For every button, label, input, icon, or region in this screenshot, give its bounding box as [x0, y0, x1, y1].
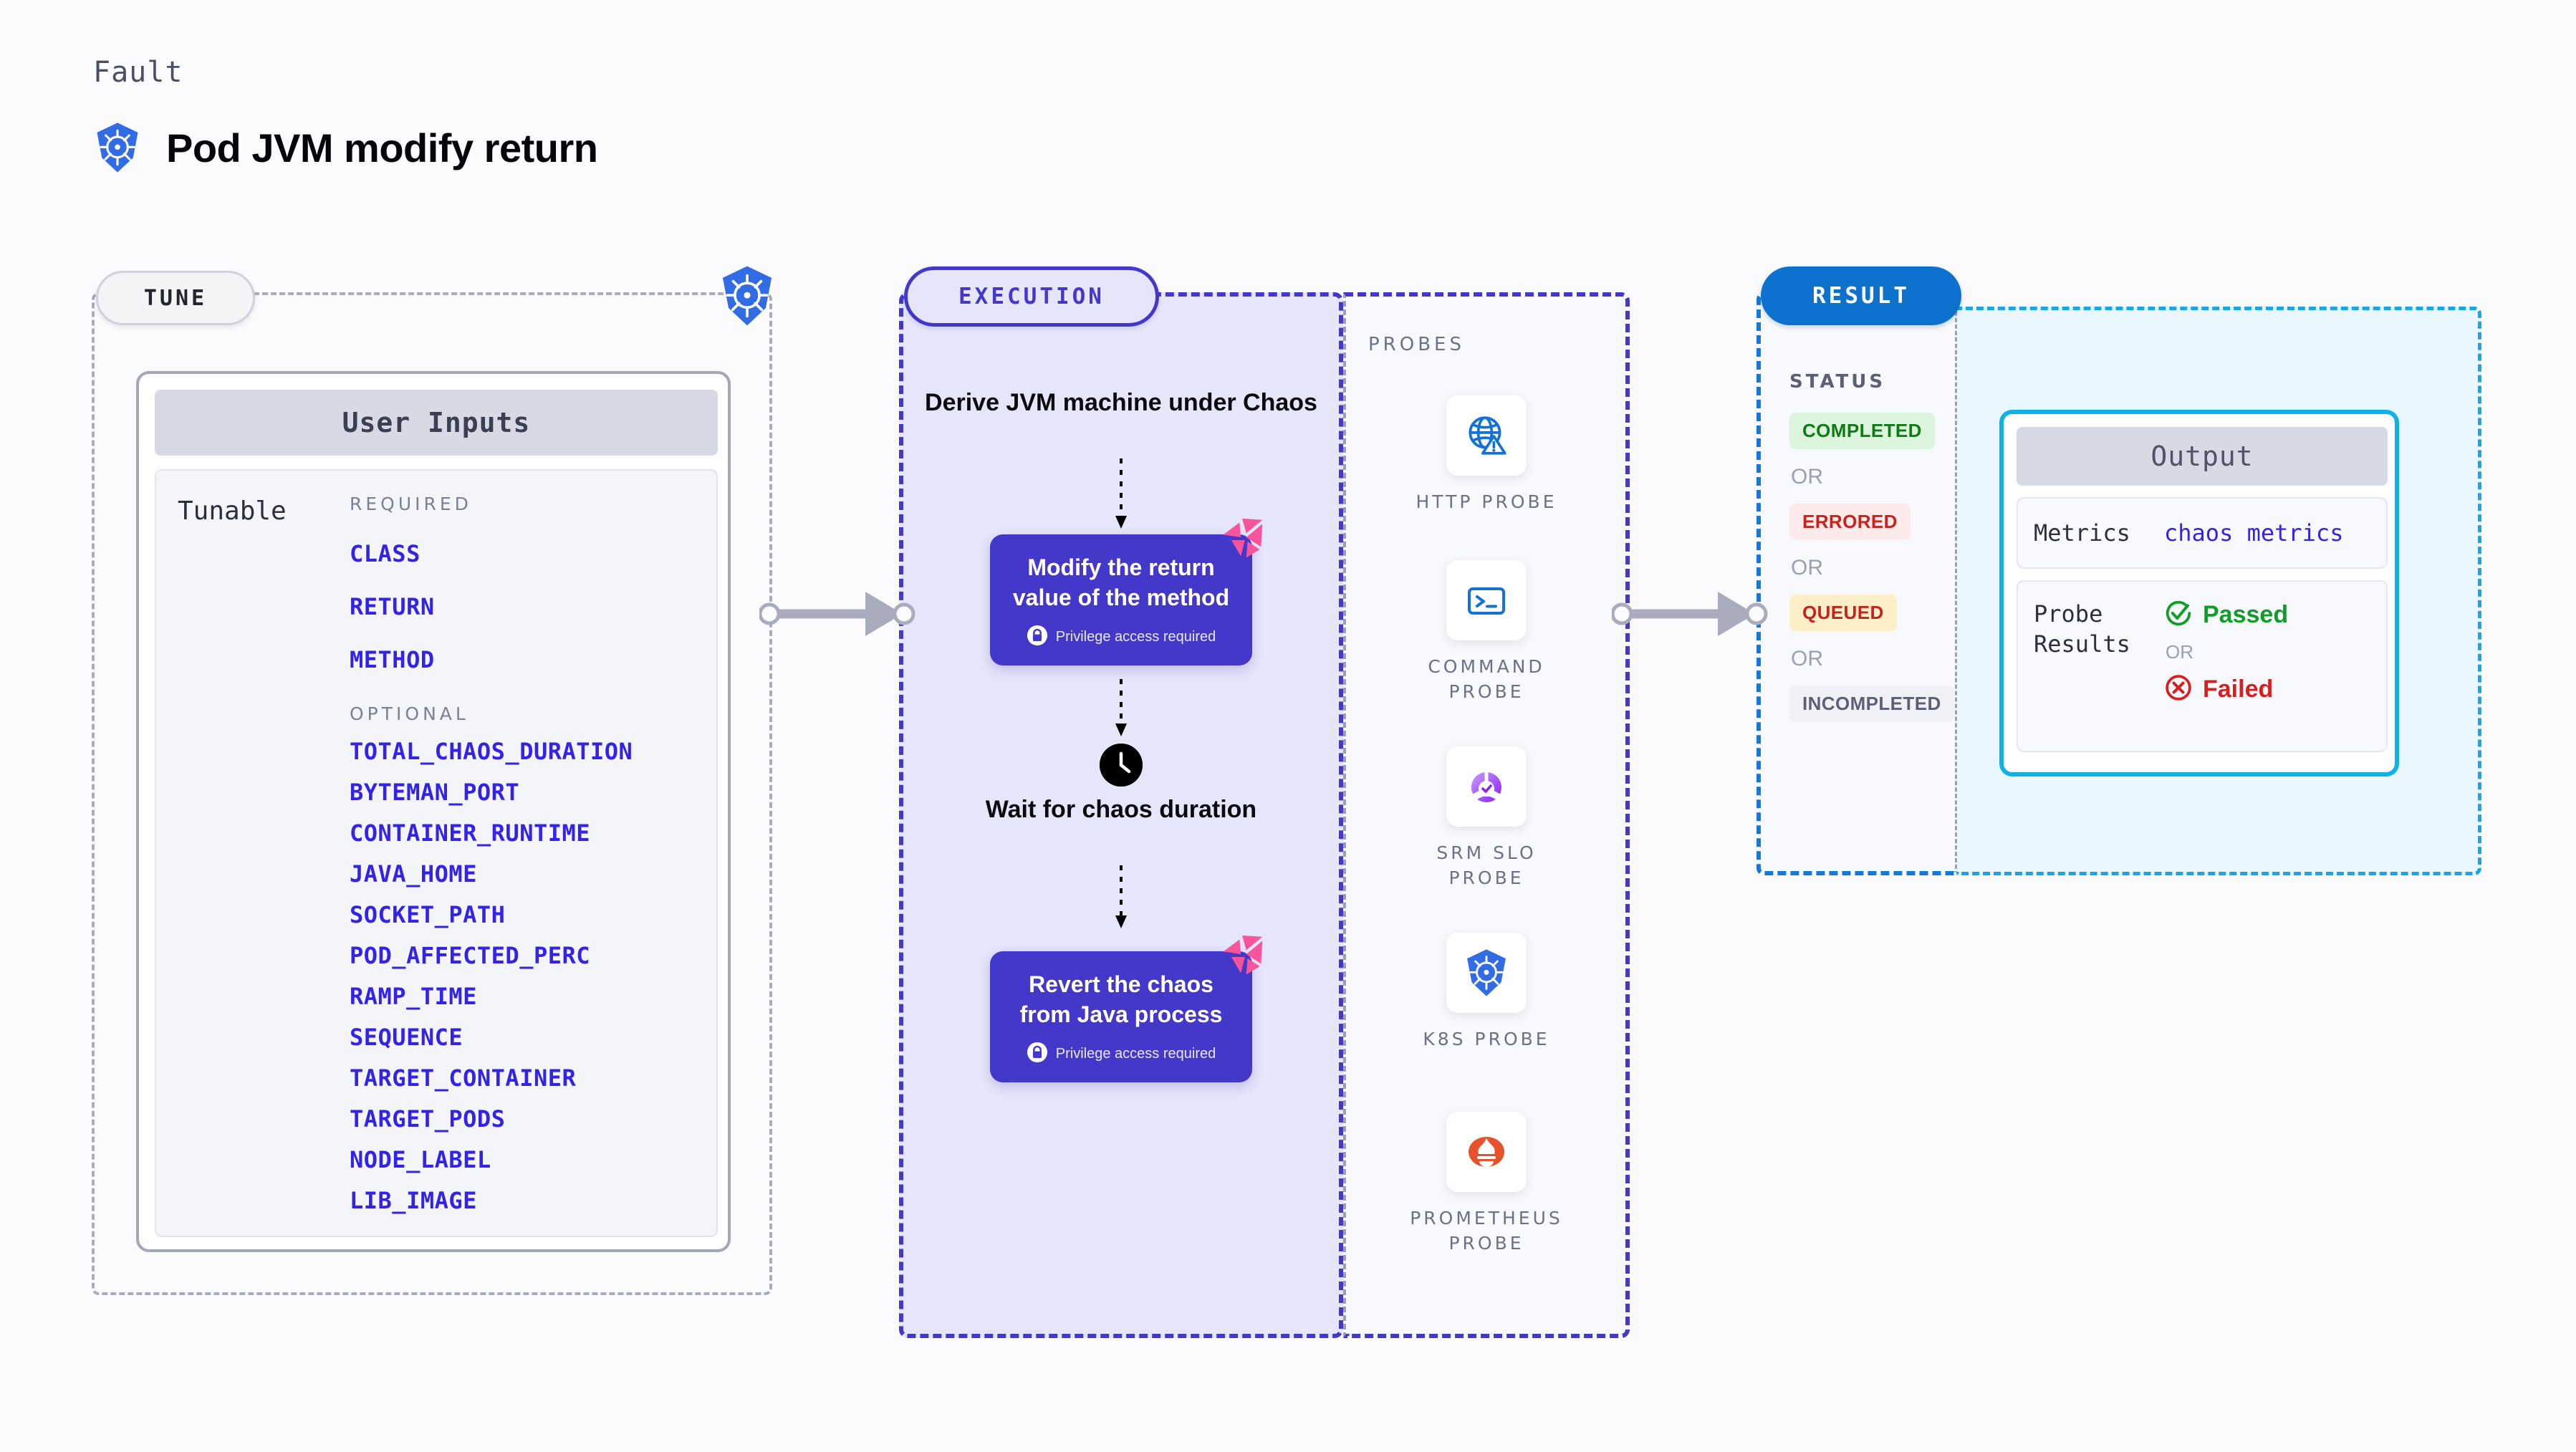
optional-field[interactable]: TOTAL_CHAOS_DURATION	[350, 738, 633, 765]
status-badge-queued: QUEUED	[1789, 595, 1897, 631]
connector-tune-to-execution	[759, 592, 915, 636]
flow-arrow-down-icon	[1115, 679, 1127, 736]
output-heading: Output	[2017, 427, 2388, 486]
optional-field[interactable]: BYTEMAN_PORT	[350, 779, 520, 806]
probe-result-passed: Passed	[2164, 599, 2288, 631]
optional-group-label: OPTIONAL	[350, 703, 469, 724]
fault-eyebrow-label: Fault	[93, 56, 183, 89]
optional-field[interactable]: JAVA_HOME	[350, 860, 477, 888]
optional-field[interactable]: TARGET_CONTAINER	[350, 1064, 577, 1092]
probe-results-values: Passed OR Failed	[2164, 599, 2288, 734]
or-separator: OR	[1791, 556, 1823, 580]
tune-pill: TUNE	[96, 271, 255, 325]
probe-result-failed: Failed	[2164, 673, 2288, 706]
user-inputs-card: User Inputs Tunable REQUIRED CLASS RETUR…	[136, 371, 731, 1252]
result-pill: RESULT	[1761, 266, 1961, 325]
probe-label: SRM SLO PROBE	[1436, 842, 1537, 888]
flow-arrow-down-icon	[1115, 458, 1127, 529]
flow-step-wait-label: Wait for chaos duration	[985, 796, 1257, 823]
globe-warning-icon	[1446, 395, 1527, 476]
execution-flow: Derive JVM machine under Chaos Modify th…	[899, 292, 1343, 1338]
status-title: STATUS	[1789, 371, 1886, 393]
optional-field[interactable]: SOCKET_PATH	[350, 901, 506, 928]
flow-step-derive-label: Derive JVM machine under Chaos	[925, 389, 1317, 416]
clock-icon	[1100, 744, 1143, 787]
status-list: COMPLETED OR ERRORED OR QUEUED OR INCOMP…	[1789, 413, 1954, 722]
flow-card-modify-return[interactable]: Modify the return value of the method Pr…	[990, 518, 1263, 666]
prometheus-icon	[1446, 1112, 1527, 1192]
or-separator: OR	[2166, 641, 2193, 663]
flow-arrow-down-icon	[1115, 865, 1127, 928]
probe-label: COMMAND PROBE	[1428, 656, 1545, 702]
privilege-note: Privilege access required	[1003, 625, 1239, 650]
required-group-label: REQUIRED	[350, 494, 472, 514]
lock-icon	[1027, 625, 1048, 650]
optional-field[interactable]: TARGET_PODS	[350, 1105, 506, 1133]
probe-label: K8S PROBE	[1423, 1029, 1550, 1049]
privilege-note: Privilege access required	[1003, 1042, 1239, 1067]
page-title: Pod JVM modify return	[166, 125, 598, 170]
probe-results-key: Probe Results	[2034, 600, 2130, 658]
probe-prometheus[interactable]: PROMETHEUS PROBE	[1404, 1112, 1569, 1256]
probe-srm-slo[interactable]: SRM SLO PROBE	[1404, 746, 1569, 890]
or-separator: OR	[1791, 647, 1823, 670]
litmus-chaos-icon	[1219, 934, 1267, 979]
optional-field[interactable]: POD_AFFECTED_PERC	[350, 942, 591, 969]
output-probe-results-row: Probe Results Passed OR	[2017, 580, 2388, 752]
probe-label: PROMETHEUS PROBE	[1410, 1208, 1563, 1254]
output-card: Output Metrics chaos metrics Probe Resul…	[1999, 410, 2399, 777]
kubernetes-icon	[93, 122, 142, 173]
user-inputs-heading: User Inputs	[155, 390, 718, 456]
probe-failed-label: Failed	[2203, 675, 2274, 703]
x-circle-icon	[2164, 673, 2193, 706]
required-field[interactable]: RETURN	[350, 593, 435, 620]
status-badge-errored: ERRORED	[1789, 504, 1911, 540]
flow-card-title: Modify the return value of the method	[1012, 554, 1230, 610]
flow-card-revert-chaos[interactable]: Revert the chaos from Java process Privi…	[990, 935, 1263, 1083]
status-badge-completed: COMPLETED	[1789, 413, 1935, 449]
privilege-note-text: Privilege access required	[1055, 629, 1216, 645]
optional-field[interactable]: CONTAINER_RUNTIME	[350, 819, 591, 847]
litmus-chaos-icon	[1219, 517, 1267, 562]
metrics-key: Metrics	[2034, 519, 2130, 547]
execution-pill: EXECUTION	[904, 266, 1159, 327]
probe-command[interactable]: COMMAND PROBE	[1404, 560, 1569, 704]
probes-title: PROBES	[1368, 334, 1465, 355]
probe-passed-label: Passed	[2203, 601, 2289, 628]
status-badge-incompleted: INCOMPLETED	[1789, 686, 1954, 722]
required-field[interactable]: CLASS	[350, 540, 420, 567]
probe-http[interactable]: HTTP PROBE	[1404, 395, 1569, 515]
user-inputs-body: Tunable REQUIRED CLASS RETURN METHOD OPT…	[155, 469, 718, 1237]
kubernetes-icon	[1446, 933, 1527, 1013]
lock-icon	[1027, 1042, 1048, 1067]
output-metrics-row: Metrics chaos metrics	[2017, 497, 2388, 569]
connector-probes-to-result	[1612, 592, 1768, 636]
optional-field[interactable]: LIB_IMAGE	[350, 1187, 477, 1214]
required-field[interactable]: METHOD	[350, 646, 435, 673]
or-separator: OR	[1791, 465, 1823, 489]
probe-k8s[interactable]: K8S PROBE	[1404, 933, 1569, 1052]
privilege-note-text: Privilege access required	[1055, 1046, 1216, 1062]
probe-label: HTTP PROBE	[1416, 491, 1557, 512]
optional-field[interactable]: RAMP_TIME	[350, 983, 477, 1010]
tunable-row-label: Tunable	[178, 496, 287, 526]
flow-card-title: Revert the chaos from Java process	[1019, 971, 1223, 1027]
kubernetes-icon	[718, 265, 777, 327]
page-title-row: Pod JVM modify return	[93, 122, 598, 173]
check-circle-icon	[2164, 599, 2193, 631]
metrics-value[interactable]: chaos metrics	[2164, 519, 2344, 547]
terminal-icon	[1446, 560, 1527, 640]
srm-slo-icon	[1446, 746, 1527, 827]
tunable-fields-column: REQUIRED CLASS RETURN METHOD OPTIONAL TO…	[350, 494, 716, 1236]
optional-field[interactable]: SEQUENCE	[350, 1024, 463, 1051]
optional-field[interactable]: NODE_LABEL	[350, 1146, 491, 1173]
